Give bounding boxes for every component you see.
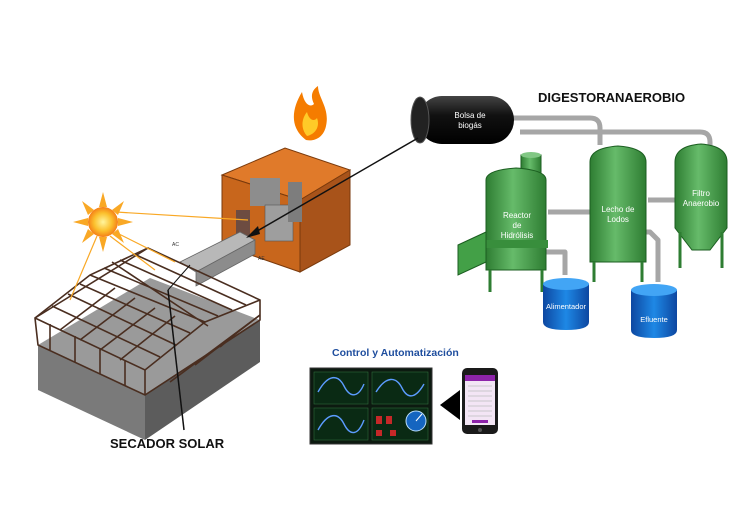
dryer-leader [167,264,191,291]
air-duct [179,231,256,287]
solar-dryer [34,247,261,440]
efluente-label: Efluente [640,315,668,324]
smartphone-icon [462,368,498,434]
filtro-label-2: Anaerobio [683,199,720,208]
lecho-label-2: Lodos [607,215,629,224]
bolsa-label-2: biogás [458,121,482,130]
effluent-tank: Efluente [631,284,677,338]
arrow-bag-to-furnace [246,137,419,238]
reactor-label-2: de [513,221,522,230]
secador-label: SECADOR SOLAR [110,436,225,451]
alimentador-label: Alimentador [546,302,587,311]
biogas-bag: Bolsa de biogás [410,96,514,144]
feeder-tank: Alimentador [543,278,589,330]
flame-icon [293,86,327,141]
control-dashboard [309,367,433,445]
ae-label: AE [258,256,265,262]
ac-label: AC [172,242,179,248]
bolsa-label-1: Bolsa de [454,111,486,120]
lecho-label-1: Lecho de [602,205,635,214]
sun-rays [69,211,249,301]
secador-leader [167,289,185,431]
hydrolysis-reactor: Reactor de Hidrólisis [457,152,548,292]
filtro-label-1: Filtro [692,189,710,198]
digestor-title: DIGESTORANAEROBIO [538,90,685,105]
sludge-bed-tank: Lecho de Lodos [589,145,647,282]
anaerobic-filter-tank: Filtro Anaerobio [674,143,728,268]
reactor-label-3: Hidrólisis [501,231,533,240]
sun-icon [73,192,133,252]
reactor-label-1: Reactor [503,211,531,220]
control-label: Control y Automatización [332,347,459,359]
arrow-left-icon [440,390,460,420]
